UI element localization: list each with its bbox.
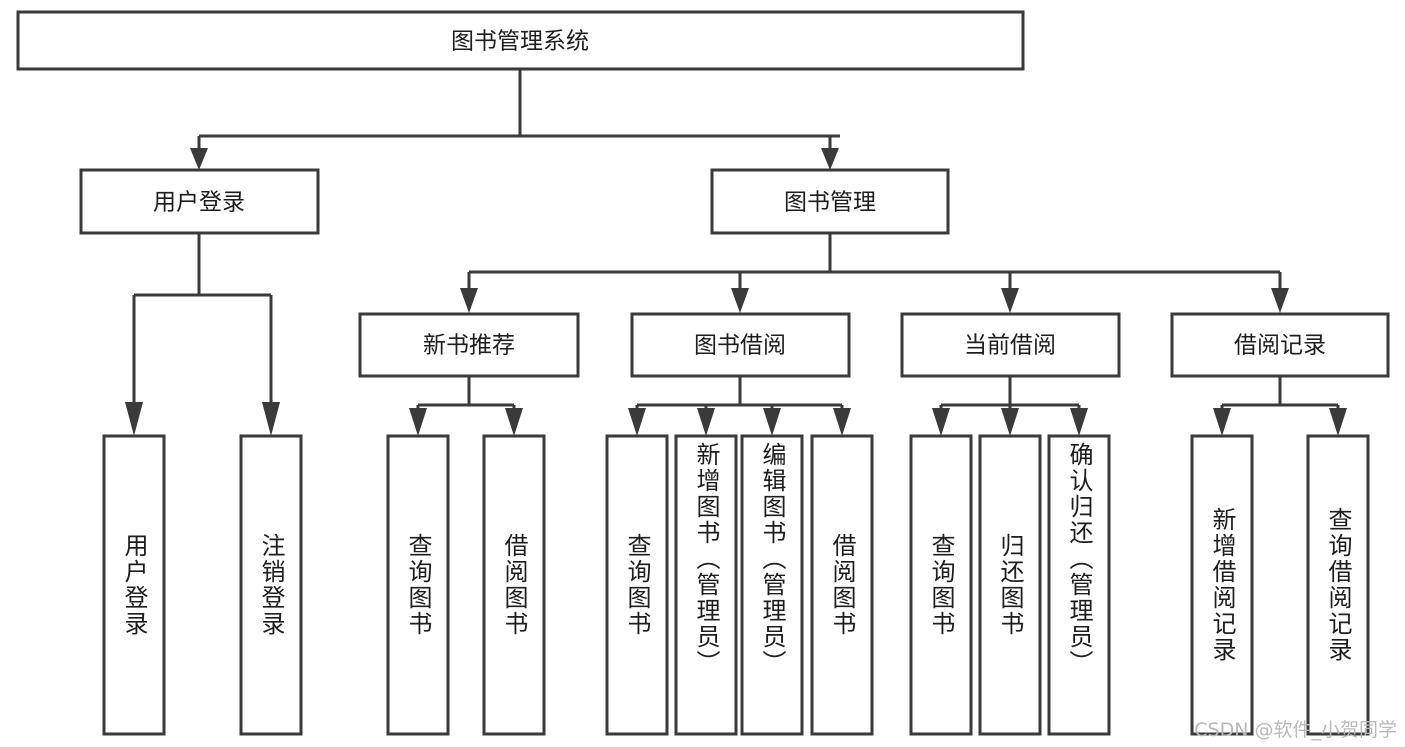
label-leaf-user-login: 用户登录 — [120, 533, 148, 637]
node-leaf-user-login[interactable] — [102, 434, 166, 736]
arrow-to-book-borrow — [731, 288, 749, 313]
nodes-group — [16, 10, 1390, 736]
label-leaf-add-book: 新增图书（管理员） — [692, 442, 720, 676]
label-new-book-recommend: 新书推荐 — [423, 333, 515, 359]
label-leaf-confirm-return: 确认归还（管理员） — [1065, 442, 1093, 676]
node-leaf-return-book[interactable] — [978, 434, 1042, 736]
node-book-management[interactable] — [710, 168, 950, 235]
label-leaf-borrow-book-2: 借阅图书 — [828, 533, 856, 637]
node-leaf-query-book-2[interactable] — [605, 434, 669, 736]
arrow-to-leaf-logout-login — [262, 402, 280, 436]
node-leaf-borrow-book-2[interactable] — [810, 434, 874, 736]
label-current-borrow: 当前借阅 — [964, 333, 1056, 359]
node-leaf-add-book[interactable] — [674, 434, 738, 736]
arrow-to-leaf-query-book-1 — [409, 408, 427, 436]
node-leaf-borrow-book-1[interactable] — [482, 434, 546, 736]
edges-group — [125, 70, 1347, 436]
node-user-login[interactable] — [79, 168, 320, 235]
arrow-to-user-login — [190, 148, 208, 170]
node-leaf-query-record[interactable] — [1306, 434, 1370, 736]
arrow-to-new-book-recommend — [460, 288, 478, 313]
arrow-to-leaf-add-record — [1213, 408, 1231, 436]
node-current-borrow[interactable] — [900, 312, 1121, 378]
arrow-to-book-management — [821, 148, 839, 170]
arrow-to-leaf-query-book-2 — [628, 408, 646, 436]
arrow-to-borrow-record — [1271, 288, 1289, 313]
node-leaf-confirm-return[interactable] — [1047, 434, 1111, 736]
arrow-to-leaf-confirm-return — [1070, 408, 1088, 436]
label-leaf-query-book-2: 查询图书 — [623, 533, 651, 637]
label-root: 图书管理系统 — [451, 29, 589, 55]
watermark-text: CSDN @软件_小贺同学 — [1194, 719, 1397, 741]
node-leaf-edit-book[interactable] — [740, 434, 804, 736]
arrow-to-leaf-borrow-book-2 — [833, 408, 851, 436]
label-borrow-record: 借阅记录 — [1234, 333, 1326, 359]
arrow-to-leaf-user-login — [125, 402, 143, 436]
label-leaf-query-record: 查询借阅记录 — [1324, 507, 1352, 663]
label-leaf-borrow-book-1: 借阅图书 — [500, 533, 528, 637]
label-book-management: 图书管理 — [784, 190, 876, 216]
labels-group: 图书管理系统 用户登录 图书管理 新书推荐 图书借阅 当前借阅 借阅记录 — [153, 29, 1326, 359]
node-borrow-record[interactable] — [1170, 312, 1390, 378]
label-leaf-query-book-1: 查询图书 — [404, 533, 432, 637]
label-leaf-query-book-3: 查询图书 — [927, 533, 955, 637]
node-new-book-recommend[interactable] — [358, 312, 580, 378]
label-leaf-return-book: 归还图书 — [996, 533, 1024, 637]
node-leaf-add-record[interactable] — [1190, 434, 1254, 736]
arrow-to-leaf-edit-book — [763, 408, 781, 436]
label-leaf-edit-book: 编辑图书（管理员） — [758, 442, 786, 676]
label-user-login: 用户登录 — [153, 190, 245, 216]
arrow-to-leaf-add-book — [697, 408, 715, 436]
arrow-to-leaf-borrow-book-1 — [505, 408, 523, 436]
label-book-borrow: 图书借阅 — [694, 333, 786, 359]
arrow-to-current-borrow — [1001, 288, 1019, 313]
node-leaf-logout-login[interactable] — [239, 434, 303, 736]
arrow-to-leaf-return-book — [1001, 408, 1019, 436]
node-root[interactable] — [16, 10, 1025, 71]
node-book-borrow[interactable] — [630, 312, 851, 378]
arrow-to-leaf-query-book-3 — [932, 408, 950, 436]
label-leaf-logout-login: 注销登录 — [257, 533, 285, 637]
node-leaf-query-book-3[interactable] — [909, 434, 973, 736]
arrow-to-leaf-query-record — [1329, 408, 1347, 436]
label-leaf-add-record: 新增借阅记录 — [1208, 507, 1236, 663]
node-leaf-query-book-1[interactable] — [386, 434, 450, 736]
